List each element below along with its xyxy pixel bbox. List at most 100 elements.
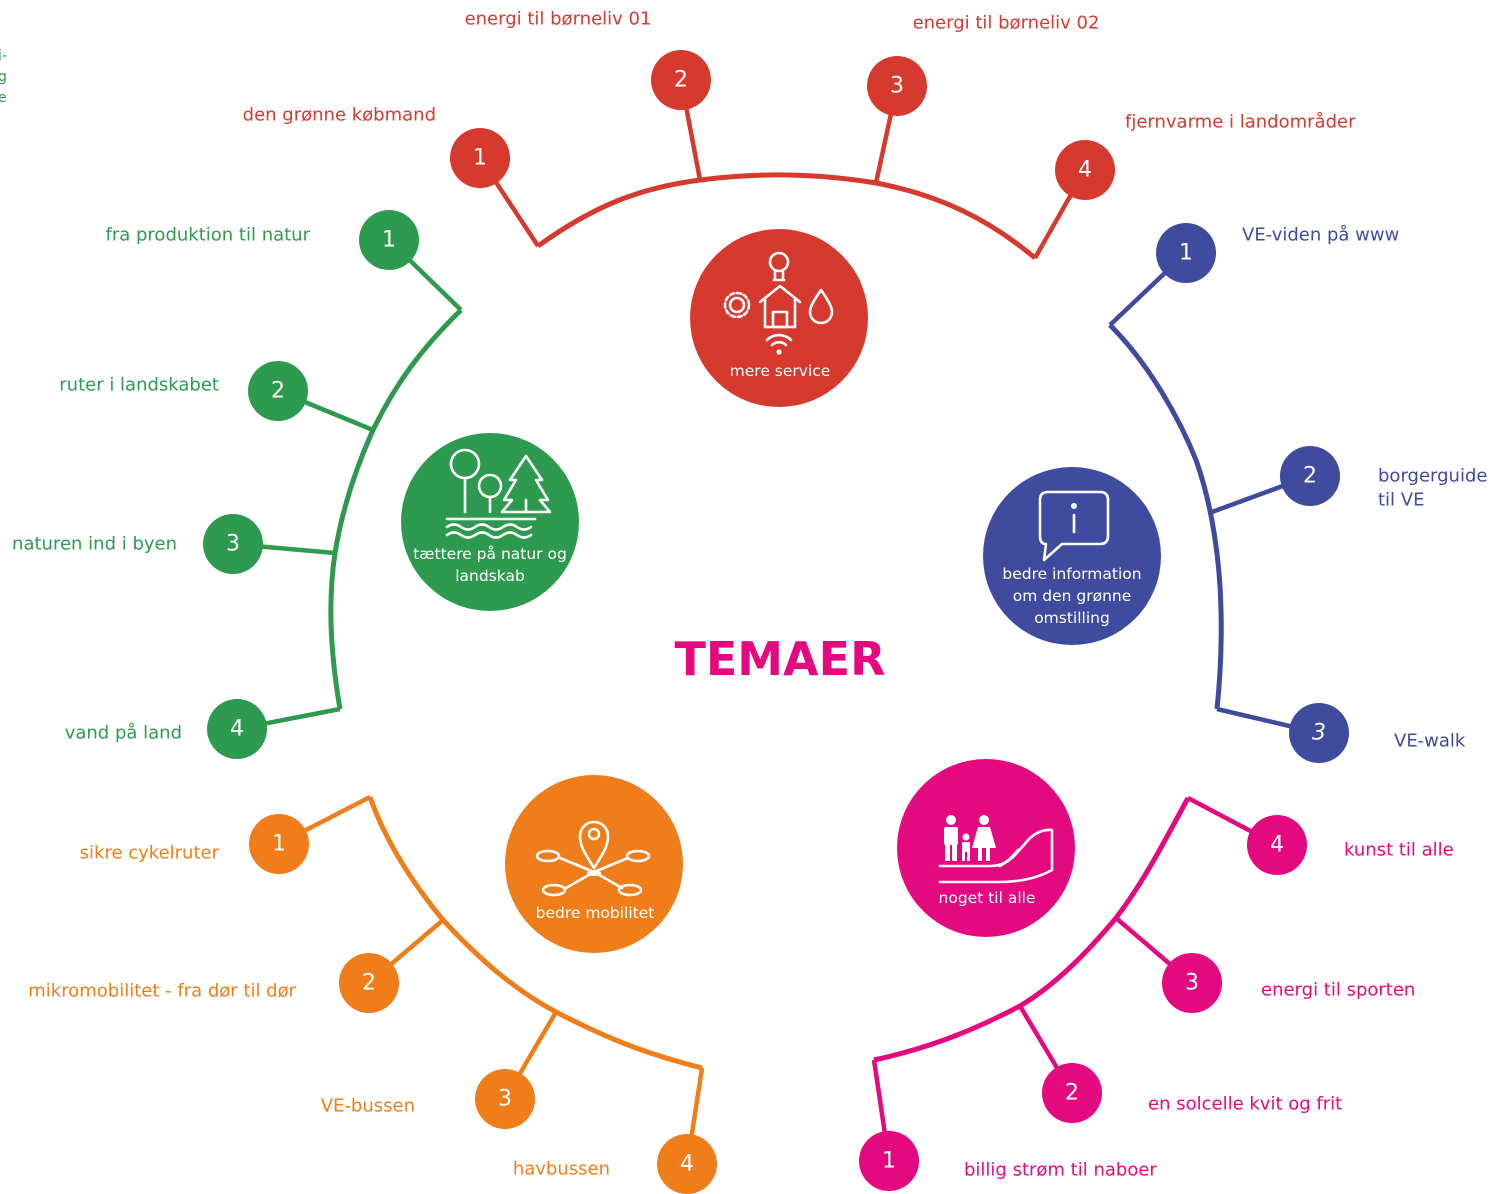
information-hub-circle bbox=[983, 467, 1161, 645]
information-badge-1 bbox=[1156, 223, 1216, 283]
service-hub[interactable]: mere service bbox=[690, 229, 868, 407]
nature-label-3: naturen ind i byen bbox=[12, 534, 177, 555]
service-num-4: 4 bbox=[1078, 158, 1092, 183]
mobility-hub[interactable]: bedre mobilitet bbox=[505, 775, 683, 953]
nature-hub-label-line-2: landskab bbox=[455, 567, 525, 585]
everyone-label-1: billig strøm til naboer bbox=[964, 1160, 1157, 1181]
everyone-hub-label: noget til alle bbox=[939, 889, 1036, 907]
edge-text-fragment: i- g e bbox=[0, 48, 7, 106]
mobility-badge-1 bbox=[249, 814, 309, 874]
service-badge-1 bbox=[450, 128, 510, 188]
everyone-num-1: 1 bbox=[882, 1149, 896, 1174]
everyone-item-2[interactable]: 2 en solcelle kvit og frit bbox=[1042, 1063, 1342, 1123]
everyone-hub[interactable]: noget til alle bbox=[897, 759, 1075, 937]
everyone-num-3: 3 bbox=[1185, 971, 1199, 996]
edge-text-3: e bbox=[0, 90, 7, 106]
information-item-1[interactable]: 1 VE-viden på www bbox=[1156, 223, 1399, 283]
nature-hub-circle bbox=[401, 433, 579, 611]
nature-item-2[interactable]: 2 ruter i landskabet bbox=[59, 361, 308, 421]
nature-label-1: fra produktion til natur bbox=[106, 225, 311, 246]
mobility-badge-2 bbox=[339, 953, 399, 1013]
mobility-label-4: havbussen bbox=[513, 1159, 610, 1180]
mobility-item-3[interactable]: 3 VE-bussen bbox=[321, 1069, 535, 1129]
everyone-num-2: 2 bbox=[1065, 1081, 1079, 1106]
nature-hub[interactable]: tættere på natur og landskab bbox=[401, 433, 579, 611]
nature-badge-2 bbox=[248, 361, 308, 421]
information-badge-3 bbox=[1289, 703, 1349, 763]
service-label-4: fjernvarme i landområder bbox=[1125, 112, 1356, 133]
everyone-badge-1 bbox=[859, 1131, 919, 1191]
mobility-label-2: mikromobilitet - fra dør til dør bbox=[28, 981, 296, 1002]
nature-num-1: 1 bbox=[382, 228, 396, 253]
nature-item-1[interactable]: 1 fra produktion til natur bbox=[106, 210, 419, 270]
nature-item-4[interactable]: 4 vand på land bbox=[65, 699, 267, 759]
information-num-2: 2 bbox=[1303, 464, 1317, 489]
mobility-badge-4 bbox=[657, 1134, 717, 1194]
nature-num-2: 2 bbox=[271, 379, 285, 404]
everyone-label-3: energi til sporten bbox=[1261, 980, 1415, 1001]
mobility-num-2: 2 bbox=[362, 971, 376, 996]
service-hub-circle bbox=[690, 229, 868, 407]
mobility-item-1[interactable]: 1 sikre cykelruter bbox=[80, 814, 309, 874]
mobility-item-2[interactable]: 2 mikromobilitet - fra dør til dør bbox=[28, 953, 399, 1013]
mobility-num-1: 1 bbox=[272, 832, 286, 857]
nature-label-4: vand på land bbox=[65, 723, 182, 744]
mobility-arc bbox=[367, 796, 703, 1071]
nature-item-3[interactable]: 3 naturen ind i byen bbox=[12, 514, 263, 574]
everyone-item-4[interactable]: 4 kunst til alle bbox=[1247, 815, 1454, 875]
service-item-2[interactable]: 2 energi til børneliv 01 bbox=[465, 9, 711, 111]
information-num-1: 1 bbox=[1179, 241, 1193, 266]
information-arc bbox=[1108, 323, 1224, 710]
nature-badge-1 bbox=[359, 210, 419, 270]
mobility-badge-3 bbox=[475, 1069, 535, 1129]
service-num-3: 3 bbox=[890, 74, 904, 99]
service-arc bbox=[536, 172, 1037, 260]
service-badge-3 bbox=[867, 56, 927, 116]
mobility-label-1: sikre cykelruter bbox=[80, 843, 220, 864]
nature-arc bbox=[328, 308, 463, 710]
service-badge-4 bbox=[1055, 140, 1115, 200]
nature-num-3: 3 bbox=[226, 532, 240, 557]
mobility-num-4: 4 bbox=[680, 1152, 694, 1177]
location-network-icon bbox=[535, 820, 651, 897]
information-hub-label-line-1: bedre information bbox=[1002, 565, 1141, 583]
service-item-4[interactable]: 4 fjernvarme i landområder bbox=[1055, 112, 1356, 201]
everyone-item-1[interactable]: 1 billig strøm til naboer bbox=[859, 1131, 1157, 1191]
information-hub-label-line-2: om den grønne bbox=[1013, 587, 1132, 605]
nature-num-4: 4 bbox=[230, 717, 244, 742]
information-num-3: 3 bbox=[1312, 721, 1326, 746]
information-label-1: VE-viden på www bbox=[1242, 225, 1399, 246]
everyone-label-2: en solcelle kvit og frit bbox=[1148, 1094, 1342, 1115]
nature-badge-4 bbox=[207, 699, 267, 759]
nature-hub-label-line-1: tættere på natur og bbox=[413, 545, 567, 563]
mobility-hub-circle bbox=[505, 775, 683, 953]
information-item-2[interactable]: 2 borgerguide til VE bbox=[1280, 446, 1487, 511]
information-label-2-line-1: borgerguide bbox=[1378, 466, 1487, 487]
everyone-item-3[interactable]: 3 energi til sporten bbox=[1162, 953, 1415, 1013]
information-item-3[interactable]: 3 VE-walk bbox=[1289, 703, 1466, 763]
theme-service bbox=[478, 79, 1087, 260]
service-badge-2 bbox=[651, 50, 711, 110]
mobility-item-4[interactable]: 4 havbussen bbox=[513, 1134, 717, 1194]
nature-label-2: ruter i landskabet bbox=[59, 375, 219, 396]
smart-home-icon bbox=[723, 251, 834, 355]
nature-badge-3 bbox=[203, 514, 263, 574]
service-hub-label: mere service bbox=[730, 362, 831, 380]
family-hand-icon bbox=[938, 815, 1054, 884]
service-item-1[interactable]: 1 den grønne købmand bbox=[243, 105, 510, 189]
everyone-arc bbox=[873, 796, 1191, 1063]
service-item-3[interactable]: 3 energi til børneliv 02 bbox=[867, 13, 1099, 117]
service-label-1: den grønne købmand bbox=[243, 105, 436, 126]
information-hub[interactable]: bedre information om den grønne omstilli… bbox=[983, 467, 1161, 645]
information-label-2-line-2: til VE bbox=[1378, 490, 1424, 511]
service-label-3: energi til børneliv 02 bbox=[913, 13, 1100, 34]
everyone-badge-2 bbox=[1042, 1063, 1102, 1123]
mobility-label-3: VE-bussen bbox=[321, 1096, 415, 1117]
edge-text-1: i- bbox=[0, 48, 7, 64]
mobility-num-3: 3 bbox=[498, 1087, 512, 1112]
information-badge-2 bbox=[1280, 446, 1340, 506]
info-speech-bubble-icon bbox=[1038, 490, 1110, 562]
service-num-1: 1 bbox=[473, 146, 487, 171]
everyone-label-4: kunst til alle bbox=[1344, 840, 1454, 861]
